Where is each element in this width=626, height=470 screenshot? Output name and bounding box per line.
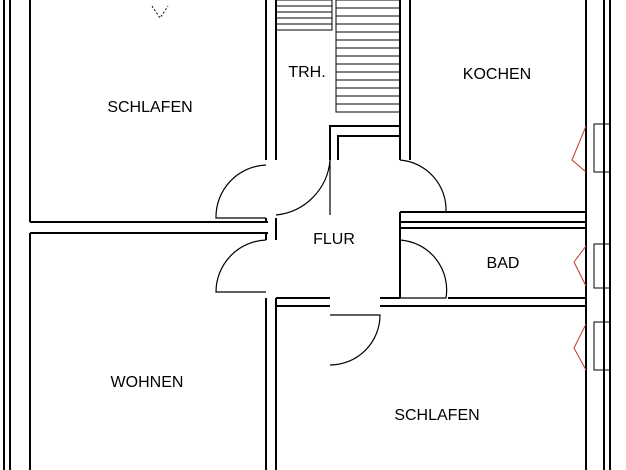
room-label-trh: TRH. — [288, 64, 325, 81]
room-label-schlafen-bottom: SCHLAFEN — [394, 407, 479, 424]
room-label-flur: FLUR — [313, 231, 355, 248]
windows — [571, 123, 611, 371]
staircase — [275, 0, 401, 113]
skylight-marker — [151, 5, 169, 19]
door-swings — [215, 159, 448, 366]
room-label-wohnen: WOHNEN — [111, 374, 184, 391]
room-label-schlafen-top: SCHLAFEN — [107, 99, 192, 116]
room-label-kochen: KOCHEN — [463, 66, 531, 83]
room-label-bad: BAD — [487, 255, 520, 272]
